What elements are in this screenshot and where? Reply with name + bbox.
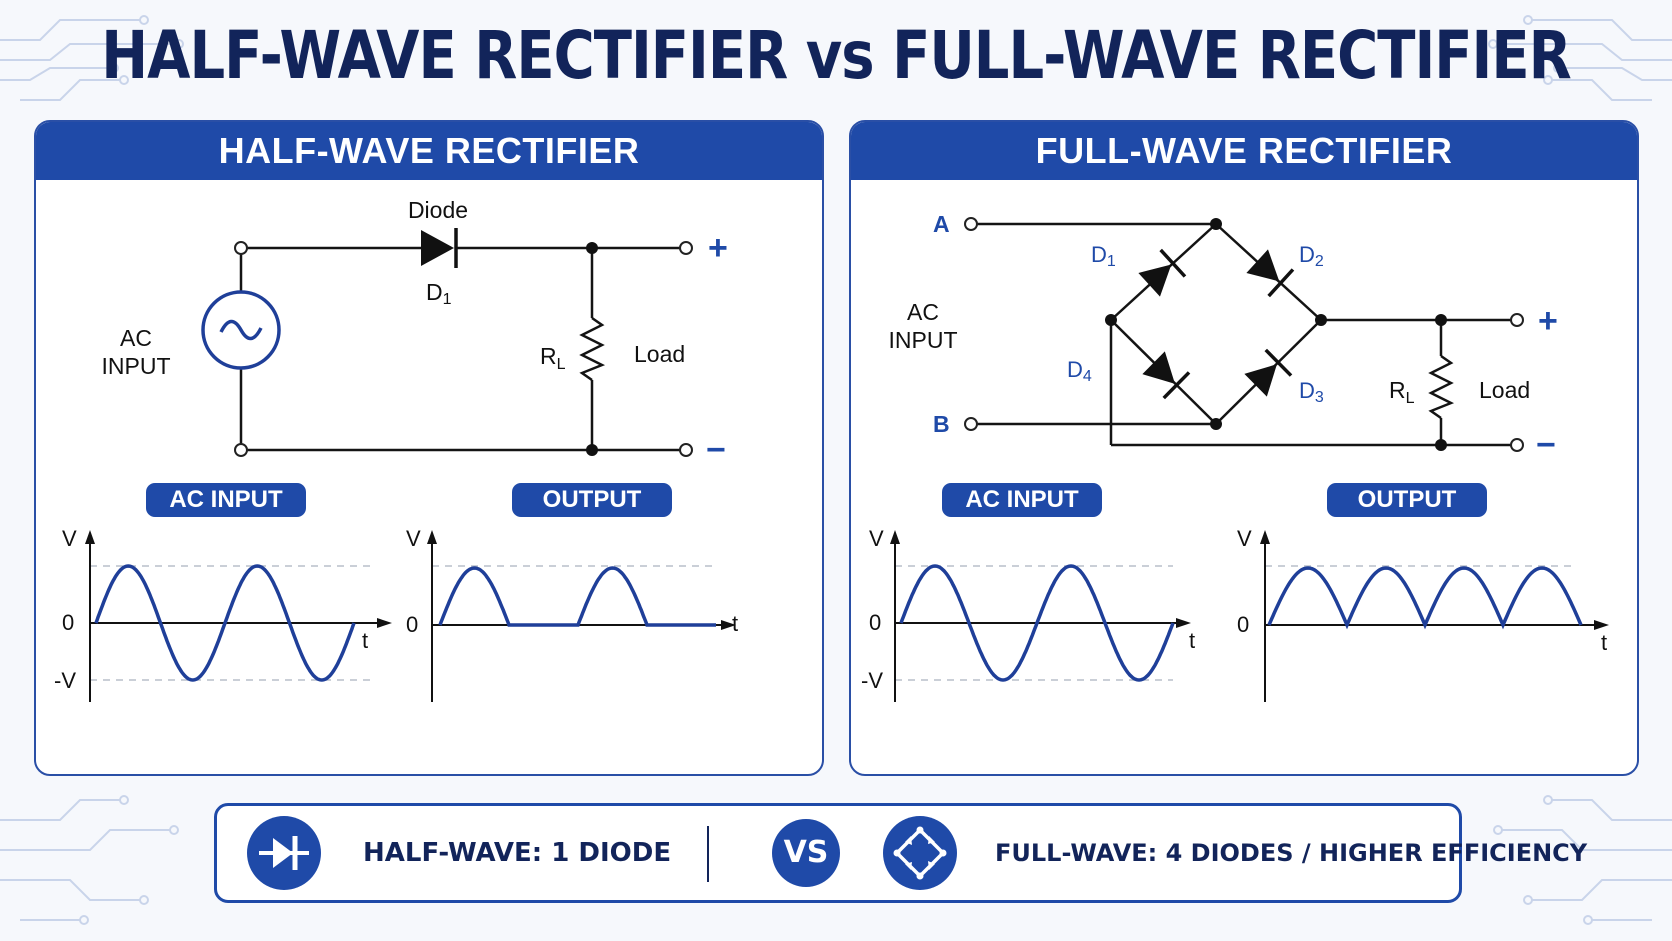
d4-label: D — [1067, 357, 1083, 382]
graph-zero-label: 0 — [1237, 612, 1249, 637]
graph-t-label: t — [1601, 630, 1607, 655]
half-wave-diode-d1 — [421, 230, 454, 266]
d1-label-sub: 1 — [1107, 253, 1116, 270]
d2-label-sub: 2 — [1315, 253, 1324, 270]
svg-text:D3: D3 — [1299, 378, 1324, 406]
svg-text:RL: RL — [1389, 377, 1415, 407]
half-wave-output-terminal-negative — [679, 443, 693, 457]
graph-zero-label: 0 — [406, 612, 418, 637]
half-wave-load-resistor — [579, 316, 606, 382]
full-wave-panel: FULL-WAVE RECTIFIER — [849, 120, 1639, 776]
ac-input-label-line1: AC — [907, 299, 939, 325]
graph-negv-label: -V — [54, 668, 76, 693]
d2-label: D — [1299, 242, 1315, 267]
d3-label: D — [1299, 378, 1315, 403]
load-label: Load — [634, 341, 685, 367]
svg-text:D1: D1 — [1091, 242, 1116, 270]
rl-label-sub: L — [557, 356, 566, 373]
diode-icon — [247, 816, 321, 890]
bridge-rectifier-icon — [883, 816, 957, 890]
input-terminal-b — [964, 417, 978, 431]
input-terminal-a — [964, 217, 978, 231]
ac-input-pill: AC INPUT — [942, 483, 1102, 517]
full-wave-ac-input-graph: V 0 -V t — [861, 526, 1195, 702]
comparison-bar: HALF-WAVE: 1 DIODE VS FULL-WAVE: 4 DIODE… — [214, 803, 1587, 903]
full-wave-output-waveform — [1267, 566, 1583, 630]
page-title: HALF-WAVE RECTIFIER vs FULL-WAVE RECTIFI… — [101, 18, 1572, 95]
graph-t-label: t — [1189, 628, 1195, 653]
graph-t-label: t — [732, 611, 738, 636]
full-wave-panel-header: FULL-WAVE RECTIFIER — [851, 122, 1637, 180]
negative-terminal-label: − — [706, 431, 726, 469]
half-wave-panel: HALF-WAVE RECTIFIER Diode — [34, 120, 824, 776]
graph-v-label: V — [62, 526, 77, 551]
circuit-trace-decoration-top-left — [0, 15, 184, 101]
positive-terminal-label: + — [1538, 302, 1558, 340]
graph-v-label: V — [406, 526, 421, 551]
graph-zero-label: 0 — [62, 610, 74, 635]
graph-v-label: V — [869, 526, 884, 551]
diode-ref-sub: 1 — [443, 291, 452, 308]
rl-label: R — [540, 343, 557, 369]
diode-label: Diode — [408, 197, 468, 223]
half-wave-output-graph: V 0 t — [406, 526, 738, 702]
graph-negv-label: -V — [861, 668, 883, 693]
bridge-diode-d4 — [1142, 351, 1191, 400]
svg-text:RL: RL — [540, 343, 566, 373]
ac-input-pill: AC INPUT — [146, 483, 306, 517]
half-wave-summary: HALF-WAVE: 1 DIODE — [363, 838, 672, 868]
half-wave-panel-header: HALF-WAVE RECTIFIER — [36, 122, 822, 180]
circuit-trace-decoration-top-right — [1488, 15, 1672, 101]
node-b-label: B — [933, 411, 950, 437]
full-wave-bridge-circuit-diagram: A B D1 D2 D3 D4 AC INPUT RL Load + − V 0… — [861, 211, 1609, 702]
d3-label-sub: 3 — [1315, 389, 1324, 406]
negative-terminal-label: − — [1536, 426, 1556, 464]
positive-terminal-label: + — [708, 229, 728, 267]
half-wave-output-waveform — [438, 566, 716, 627]
graph-zero-label: 0 — [869, 610, 881, 635]
diode-ref-label: D — [426, 279, 443, 305]
vs-badge: VS — [772, 819, 840, 887]
svg-text:D1: D1 — [426, 279, 452, 308]
full-wave-input-sine — [899, 564, 1175, 682]
ac-input-label-line2: INPUT — [102, 353, 171, 379]
svg-text:D2: D2 — [1299, 242, 1324, 270]
ac-input-label-line2: INPUT — [889, 327, 958, 353]
circuit-trace-decoration-bottom-left — [0, 795, 179, 925]
bridge-diode-d2 — [1246, 249, 1295, 298]
full-wave-load-resistor — [1428, 354, 1455, 420]
full-wave-output-terminal-positive — [1510, 313, 1524, 327]
load-label: Load — [1479, 377, 1530, 403]
circuit-trace-decoration-bottom-right — [1493, 795, 1672, 925]
d1-label: D — [1091, 242, 1107, 267]
bridge-diode-d3 — [1244, 348, 1293, 397]
rl-label-sub: L — [1406, 390, 1415, 407]
full-wave-summary: FULL-WAVE: 4 DIODES / HIGHER EFFICIENCY — [995, 839, 1588, 867]
half-wave-input-sine — [94, 564, 356, 682]
node-a-label: A — [933, 211, 950, 237]
graph-v-label: V — [1237, 526, 1252, 551]
rl-label: R — [1389, 377, 1406, 403]
ac-input-label-line1: AC — [120, 325, 152, 351]
divider — [707, 826, 709, 882]
half-wave-ac-input-graph: V 0 -V t — [54, 526, 392, 702]
graph-t-label: t — [362, 628, 368, 653]
output-pill: OUTPUT — [512, 483, 672, 517]
svg-text:D4: D4 — [1067, 357, 1092, 385]
d4-label-sub: 4 — [1083, 368, 1092, 385]
full-wave-output-terminal-negative — [1510, 438, 1524, 452]
half-wave-circuit-diagram: Diode D1 AC INPUT RL Load + − V 0 -V t — [54, 197, 738, 702]
output-pill: OUTPUT — [1327, 483, 1487, 517]
bridge-diode-d1 — [1138, 248, 1187, 297]
full-wave-output-graph: V 0 t — [1237, 526, 1609, 702]
half-wave-output-terminal-positive — [679, 241, 693, 255]
